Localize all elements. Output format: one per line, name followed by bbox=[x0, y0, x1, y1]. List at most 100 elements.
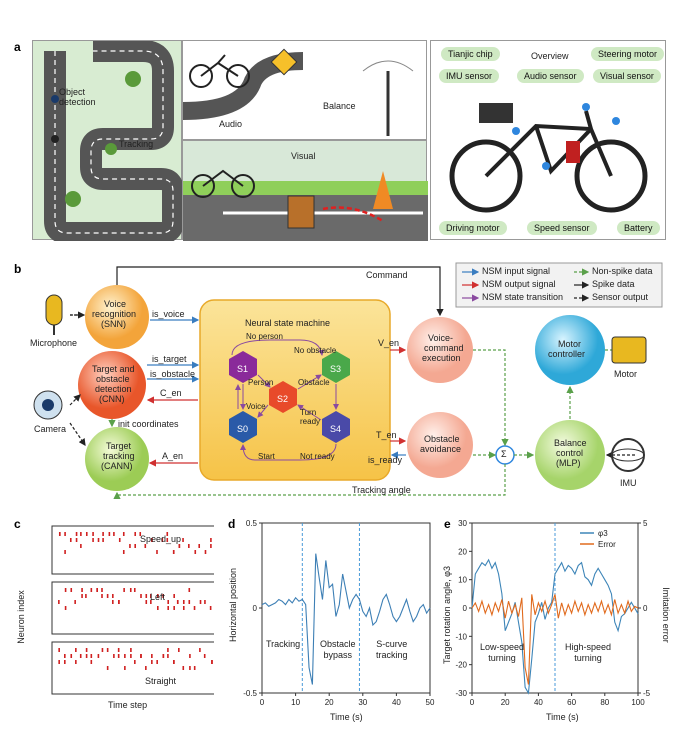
spike-mark bbox=[198, 544, 201, 548]
cone-icon bbox=[373, 171, 393, 209]
spike-mark bbox=[101, 648, 104, 652]
spike-mark bbox=[118, 600, 120, 604]
voice-recognition-line3: (SNN) bbox=[101, 319, 126, 329]
signal-v-en: V_en bbox=[378, 338, 400, 348]
spike-mark bbox=[193, 606, 196, 610]
spike-mark bbox=[58, 648, 60, 652]
spike-mark bbox=[134, 544, 137, 548]
spike-mark bbox=[106, 666, 109, 670]
visual-sensor-label: Visual sensor bbox=[593, 69, 661, 83]
spike-mark bbox=[188, 544, 190, 548]
x-tick-label: 100 bbox=[631, 698, 645, 707]
y-tick-label: 10 bbox=[458, 576, 467, 585]
battery-icon bbox=[566, 141, 580, 163]
spike-mark bbox=[75, 648, 77, 652]
panel-e-ylabel-left: Target rotation angle, φ3 bbox=[441, 566, 452, 664]
obstacle-avoidance-node bbox=[407, 412, 473, 478]
spike-mark bbox=[145, 594, 148, 598]
wheel-icon bbox=[189, 64, 213, 88]
panel-c-xlabel: Time step bbox=[108, 700, 148, 710]
wheel-icon bbox=[226, 64, 250, 88]
signal-is-obstacle: is_obstacle bbox=[150, 369, 196, 379]
obstacle-avoidance-line2: avoidance bbox=[420, 444, 462, 454]
motor-label: Motor bbox=[614, 369, 638, 379]
spike-mark bbox=[102, 532, 104, 536]
spike-mark bbox=[133, 588, 136, 592]
target-tracking-line1: Target bbox=[106, 441, 132, 451]
tracking-label: Tracking bbox=[119, 139, 154, 149]
balance-control-line1: Balance bbox=[554, 438, 587, 448]
chip-icon bbox=[479, 103, 513, 123]
y-tick-label: 0 bbox=[253, 604, 258, 613]
spike-mark bbox=[124, 654, 126, 658]
legend-label: Error bbox=[598, 540, 616, 549]
signal-is-target: is_target bbox=[152, 354, 187, 364]
state-s2 bbox=[269, 381, 297, 413]
spike-mark bbox=[188, 588, 191, 592]
transition-no-obstacle: No obstacle bbox=[294, 346, 337, 355]
transition-start: Start bbox=[258, 452, 275, 461]
wheel-icon bbox=[231, 174, 255, 198]
signal-c-en: C_en bbox=[160, 388, 182, 398]
legend-sensor-output: Sensor output bbox=[592, 292, 649, 302]
raster-label-left: Left bbox=[150, 592, 166, 602]
imu-sensor-label: IMU sensor bbox=[439, 69, 500, 83]
panel-d-xlabel: Time (s) bbox=[330, 712, 363, 722]
camera-label: Camera bbox=[34, 424, 67, 434]
state-s1-label: S1 bbox=[237, 364, 249, 374]
voice-command-node bbox=[407, 317, 473, 383]
steering-motor-label: Steering motor bbox=[591, 47, 665, 61]
spike-mark bbox=[182, 538, 184, 542]
y2-tick-label: 0 bbox=[643, 604, 648, 613]
spike-mark bbox=[166, 538, 169, 542]
balance-control-line3: (MLP) bbox=[556, 458, 581, 468]
spike-mark bbox=[176, 600, 179, 604]
spike-mark bbox=[118, 538, 121, 542]
spike-mark bbox=[167, 648, 169, 652]
panel-b-diagram bbox=[33, 262, 663, 499]
spike-mark bbox=[97, 654, 100, 658]
spike-mark bbox=[210, 538, 212, 542]
legend-nsm-input: NSM input signal bbox=[482, 266, 551, 276]
transition-voice: Voice bbox=[246, 402, 266, 411]
raster-label-speedup: Speed_up bbox=[140, 534, 182, 544]
panel-a-track: Object detection Tracking bbox=[32, 40, 184, 244]
signal-tracking-angle: Tracking angle bbox=[352, 485, 411, 495]
spike-mark bbox=[117, 648, 120, 652]
spike-mark bbox=[203, 654, 206, 658]
spike-mark bbox=[157, 606, 159, 610]
phase-low-speed: Low-speed turning bbox=[480, 642, 525, 663]
y-tick-label: -30 bbox=[455, 689, 467, 698]
visual-illustration bbox=[183, 169, 428, 241]
target-detection-node bbox=[78, 351, 146, 419]
panel-e-ylabel-right: Imitation error bbox=[660, 587, 671, 643]
spike-mark bbox=[70, 654, 73, 658]
person-icon bbox=[51, 95, 59, 103]
balance-control-line2: control bbox=[556, 448, 584, 458]
plot-frame bbox=[261, 522, 431, 694]
spike-mark bbox=[161, 538, 164, 542]
spike-mark bbox=[193, 666, 196, 670]
transition-obstacle: Obstacle bbox=[298, 378, 330, 387]
spike-mark bbox=[162, 654, 165, 658]
spike-mark bbox=[58, 660, 60, 664]
phase-s-curve: S-curve tracking bbox=[376, 639, 408, 660]
spike-mark bbox=[97, 538, 100, 542]
spike-mark bbox=[151, 538, 153, 542]
imu-label: IMU bbox=[620, 478, 637, 488]
nsm-title: Neural state machine bbox=[245, 318, 331, 328]
y2-tick-label: 5 bbox=[643, 519, 648, 528]
x-tick-label: 10 bbox=[291, 698, 300, 707]
voice-recognition-line1: Voice bbox=[104, 299, 127, 309]
spike-mark bbox=[108, 532, 111, 536]
spike-mark bbox=[130, 648, 132, 652]
x-tick-label: 40 bbox=[534, 698, 543, 707]
spike-mark bbox=[204, 550, 207, 554]
spike-mark bbox=[75, 532, 78, 536]
spike-mark bbox=[139, 532, 142, 536]
spike-mark bbox=[144, 544, 147, 548]
state-s1 bbox=[229, 351, 257, 383]
spike-mark bbox=[112, 594, 114, 598]
spike-mark bbox=[85, 648, 88, 652]
spike-mark bbox=[145, 666, 147, 670]
